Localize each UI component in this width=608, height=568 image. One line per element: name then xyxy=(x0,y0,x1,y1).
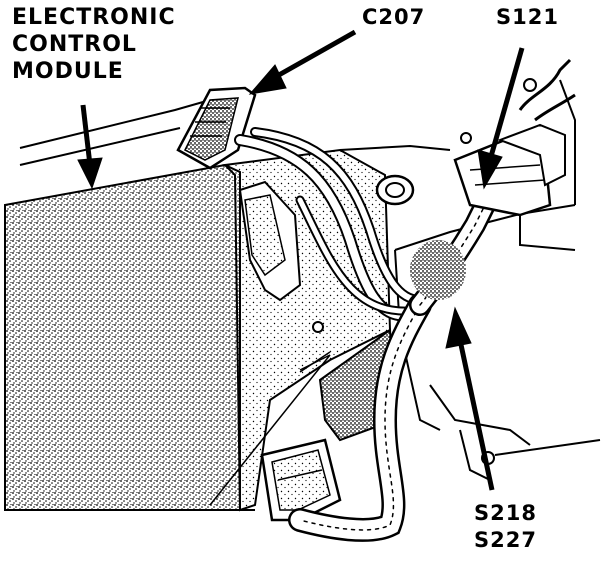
label-s121-text: S121 xyxy=(496,5,559,29)
label-c207-text: C207 xyxy=(362,5,426,29)
label-c207: C207 xyxy=(362,4,425,31)
label-s218-text: S218 xyxy=(474,501,537,525)
label-ecm-line-2: CONTROL xyxy=(12,32,137,57)
connector-c207 xyxy=(176,86,257,170)
grommet xyxy=(375,174,415,206)
label-electronic-control-module: ELECTRONIC CONTROL MODULE xyxy=(12,4,176,85)
splice-s218-s227 xyxy=(410,240,466,300)
label-s227-text: S227 xyxy=(474,528,537,552)
mounting-bracket xyxy=(238,180,397,442)
callout-arrows xyxy=(77,29,525,491)
label-ecm-line-1: ELECTRONIC xyxy=(12,5,176,30)
splice-s121-connector xyxy=(453,58,576,465)
label-s121: S121 xyxy=(496,4,559,31)
lower-connector xyxy=(260,438,342,522)
bolt-icon xyxy=(312,321,324,333)
label-ecm-line-3: MODULE xyxy=(12,59,124,84)
label-s218-s227: S218 S227 xyxy=(474,500,537,554)
